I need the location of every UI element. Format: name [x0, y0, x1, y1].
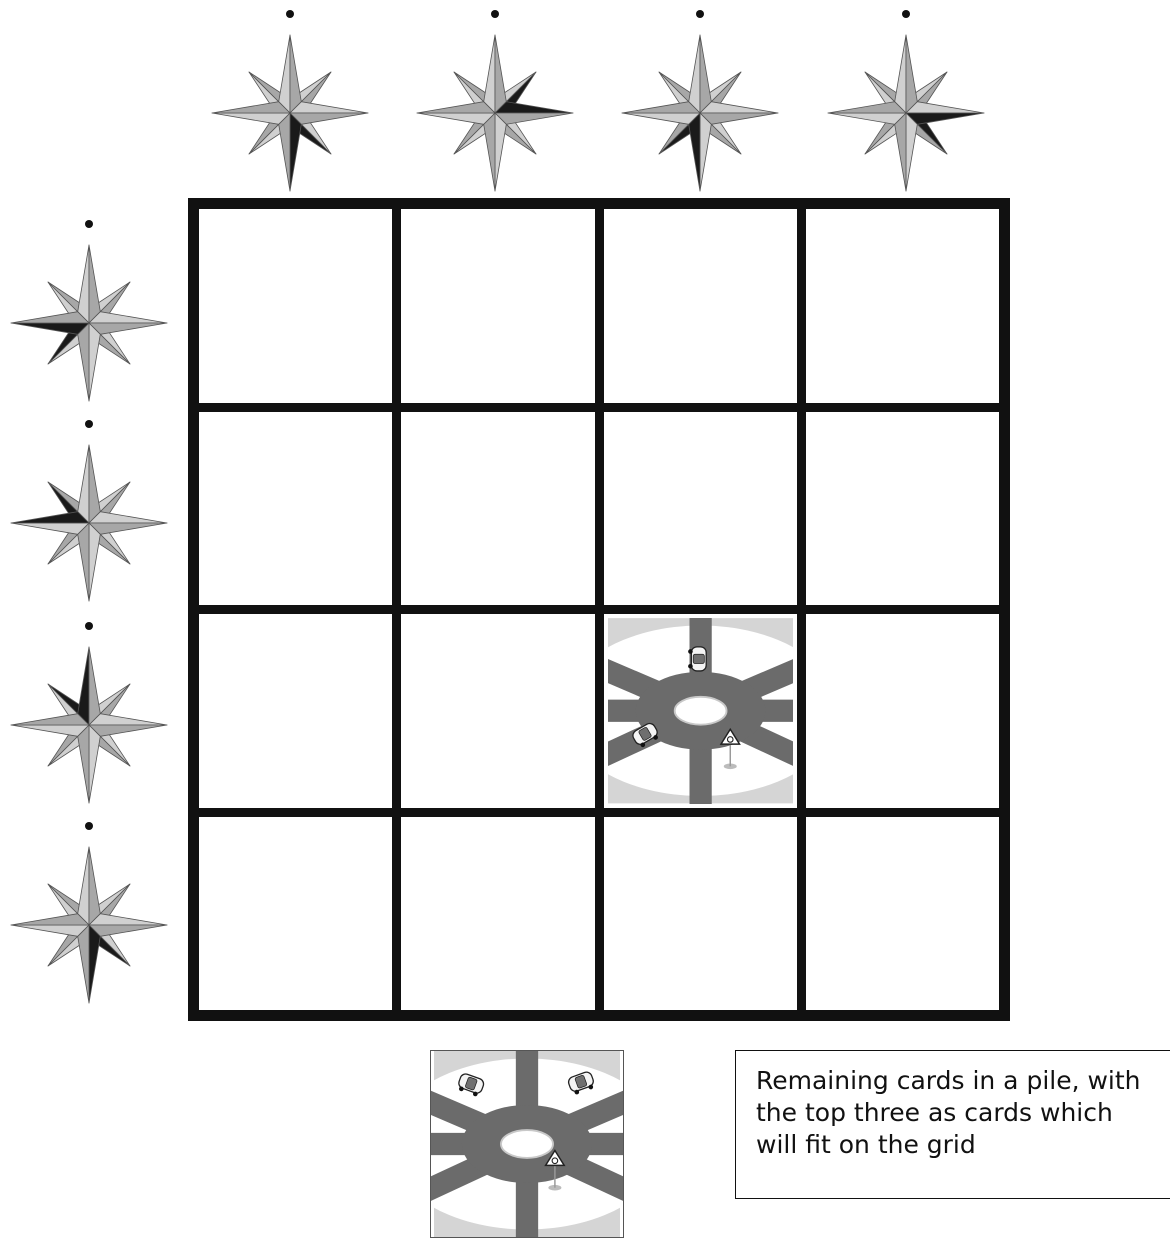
note-line: Remaining cards in a pile, with — [756, 1065, 1158, 1097]
grid-cell[interactable] — [604, 209, 797, 403]
compass-star-icon — [9, 820, 169, 1005]
game-grid — [188, 198, 1010, 1021]
compass-star-icon — [415, 8, 575, 193]
compass-star-icon — [210, 8, 370, 193]
roundabout-icon — [431, 1051, 623, 1237]
grid-cell[interactable] — [806, 614, 999, 808]
pile-note: Remaining cards in a pile, with the top … — [735, 1050, 1170, 1199]
grid-cell[interactable] — [199, 412, 392, 606]
grid-cell[interactable] — [401, 614, 594, 808]
compass-left-3 — [9, 620, 169, 805]
compass-left-1 — [9, 218, 169, 403]
compass-top-4 — [826, 8, 986, 193]
compass-star-icon — [9, 620, 169, 805]
compass-top-2 — [415, 8, 575, 193]
compass-star-icon — [9, 418, 169, 603]
grid-cell[interactable] — [401, 209, 594, 403]
compass-star-icon — [9, 218, 169, 403]
grid-cell[interactable] — [199, 817, 392, 1011]
grid-cell[interactable] — [199, 209, 392, 403]
compass-left-4 — [9, 820, 169, 1005]
grid-cell[interactable] — [604, 412, 797, 606]
note-line: the top three as cards which — [756, 1097, 1158, 1129]
grid-cell[interactable] — [806, 817, 999, 1011]
roundabout-tile[interactable] — [608, 618, 793, 804]
pile-top-card[interactable] — [430, 1050, 624, 1238]
note-line: will fit on the grid — [756, 1129, 1158, 1161]
compass-left-2 — [9, 418, 169, 603]
grid-cell[interactable] — [401, 412, 594, 606]
compass-top-3 — [620, 8, 780, 193]
grid-cell[interactable] — [806, 412, 999, 606]
compass-star-icon — [620, 8, 780, 193]
grid-cell[interactable] — [401, 817, 594, 1011]
grid-cell[interactable] — [199, 614, 392, 808]
grid-cell-occupied[interactable] — [604, 614, 797, 808]
compass-top-1 — [210, 8, 370, 193]
grid-cell[interactable] — [806, 209, 999, 403]
compass-star-icon — [826, 8, 986, 193]
roundabout-icon — [608, 618, 793, 804]
grid-cell[interactable] — [604, 817, 797, 1011]
